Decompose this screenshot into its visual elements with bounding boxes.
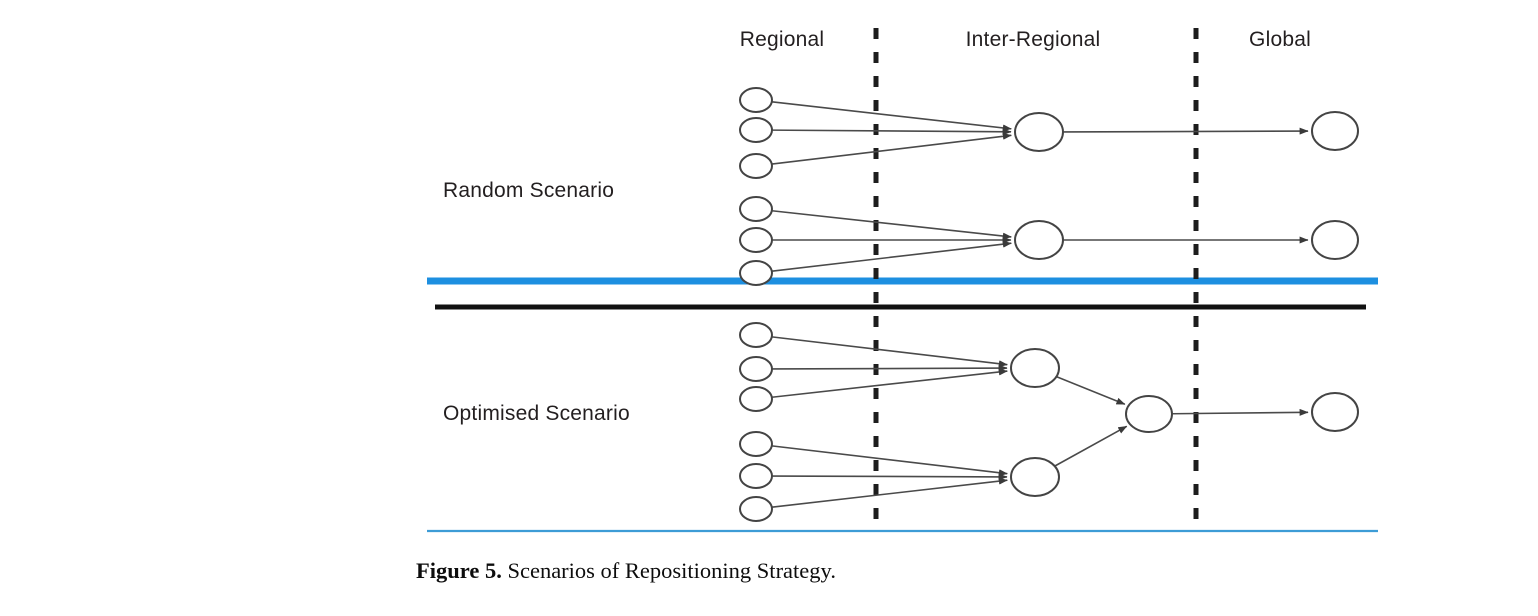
edge-rnd-e6 [771, 240, 1012, 272]
edge-opt-e6 [771, 477, 1008, 508]
figure-caption: Figure 5. Scenarios of Repositioning Str… [416, 558, 1376, 584]
column-headers: Regional Inter-Regional Global [740, 28, 1311, 51]
column-header-global: Global [1249, 28, 1311, 51]
edge-opt-e8 [1054, 425, 1128, 467]
edge-opt-e9 [1171, 408, 1309, 416]
scenario-label-random-scenario: Random Scenario [443, 179, 614, 202]
node-opt-inter-1[interactable] [1010, 348, 1060, 388]
node-rnd-inter-1[interactable] [1014, 112, 1064, 152]
node-opt-reg-1[interactable] [739, 322, 773, 348]
edge-opt-e1 [771, 336, 1008, 368]
edge-opt-e4 [771, 445, 1008, 477]
node-rnd-inter-2[interactable] [1014, 220, 1064, 260]
node-rnd-reg-6[interactable] [739, 260, 773, 286]
node-rnd-reg-2[interactable] [739, 117, 773, 143]
node-opt-reg-5[interactable] [739, 463, 773, 489]
node-rnd-reg-4[interactable] [739, 196, 773, 222]
flow-edges [771, 100, 1309, 508]
horizontal-rules [427, 277, 1378, 533]
edge-rnd-e1 [771, 100, 1012, 132]
edge-opt-e2 [771, 364, 1008, 372]
node-opt-reg-2[interactable] [739, 356, 773, 382]
node-rnd-reg-5[interactable] [739, 227, 773, 253]
column-header-inter-regional: Inter-Regional [966, 28, 1101, 51]
edge-rnd-e7 [1062, 127, 1309, 135]
edge-rnd-e2 [771, 128, 1012, 136]
flow-nodes [739, 87, 1359, 522]
node-rnd-reg-1[interactable] [739, 87, 773, 113]
edge-opt-e3 [771, 368, 1008, 399]
node-opt-glob-1[interactable] [1311, 392, 1359, 432]
node-opt-inter-2[interactable] [1010, 457, 1060, 497]
edge-opt-e5 [771, 473, 1008, 481]
edge-rnd-e4 [771, 209, 1012, 240]
column-header-regional: Regional [740, 28, 825, 51]
caption-text: Scenarios of Repositioning Strategy. [507, 558, 836, 583]
node-rnd-glob-1[interactable] [1311, 111, 1359, 151]
node-rnd-glob-2[interactable] [1311, 220, 1359, 260]
node-opt-reg-4[interactable] [739, 431, 773, 457]
edge-opt-e7 [1056, 375, 1126, 405]
edge-rnd-e3 [771, 132, 1012, 165]
scenario-label-optimised-scenario: Optimised Scenario [443, 402, 630, 425]
node-opt-reg-6[interactable] [739, 496, 773, 522]
caption-label: Figure 5. [416, 558, 502, 583]
node-opt-reg-3[interactable] [739, 386, 773, 412]
node-rnd-reg-3[interactable] [739, 153, 773, 179]
node-opt-hub[interactable] [1125, 395, 1173, 433]
